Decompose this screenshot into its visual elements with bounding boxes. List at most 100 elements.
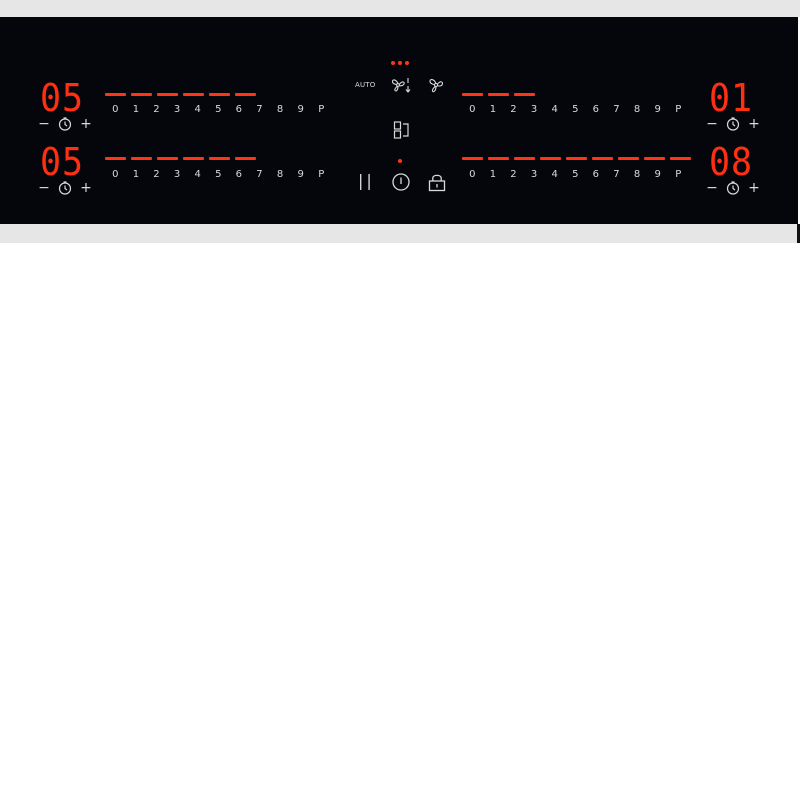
scale-7[interactable]: 7 <box>256 169 263 180</box>
scale-1[interactable]: 1 <box>132 169 140 180</box>
scale-0[interactable]: 0 <box>112 104 119 115</box>
scale-6[interactable]: 6 <box>592 169 600 180</box>
timer-minus-button[interactable]: − <box>706 116 718 132</box>
clock-icon[interactable] <box>726 181 740 195</box>
scale-8[interactable]: 8 <box>633 169 641 180</box>
scale-5[interactable]: 5 <box>215 169 222 180</box>
bridge-zones-icon[interactable] <box>393 120 411 140</box>
scale-3[interactable]: 3 <box>173 169 181 180</box>
power-icon[interactable] <box>391 172 411 192</box>
level-dash <box>566 157 587 160</box>
fan-level-indicator-dot <box>391 61 395 65</box>
scale-2[interactable]: 2 <box>510 104 517 115</box>
level-dash <box>540 157 561 160</box>
scale-1[interactable]: 1 <box>489 169 497 180</box>
level-dash <box>157 93 178 96</box>
level-dash <box>488 157 509 160</box>
scale-p[interactable]: P <box>318 169 325 180</box>
scale-9[interactable]: 9 <box>297 169 304 180</box>
timer-display: 08 <box>709 140 753 184</box>
timer-controls: − + <box>706 180 760 196</box>
clock-icon[interactable] <box>58 117 72 131</box>
scale-5[interactable]: 5 <box>572 169 579 180</box>
clock-icon[interactable] <box>58 181 72 195</box>
timer-plus-button[interactable]: + <box>748 116 760 132</box>
scale-3[interactable]: 3 <box>173 104 181 115</box>
fan-icon[interactable] <box>426 75 446 95</box>
timer-display: 01 <box>709 76 753 120</box>
clock-icon[interactable] <box>726 117 740 131</box>
scale-0[interactable]: 0 <box>112 169 119 180</box>
scale-6[interactable]: 6 <box>592 104 600 115</box>
level-dash <box>105 157 126 160</box>
auto-button[interactable]: AUTO <box>355 81 376 89</box>
scale-4[interactable]: 4 <box>551 104 558 115</box>
scale-9[interactable]: 9 <box>654 104 661 115</box>
level-bar <box>462 93 535 96</box>
level-bar <box>105 93 256 96</box>
level-bar <box>462 157 691 160</box>
fan-level-icon[interactable] <box>390 75 412 95</box>
level-dash <box>644 157 665 160</box>
timer-plus-button[interactable]: + <box>80 180 92 196</box>
scale-6[interactable]: 6 <box>235 104 243 115</box>
level-dash <box>514 157 535 160</box>
pause-button[interactable]: || <box>358 171 375 190</box>
power-scale[interactable]: 0 1 2 3 4 5 6 7 8 9 P <box>462 169 689 181</box>
fan-level-indicator-dot <box>405 61 409 65</box>
scale-4[interactable]: 4 <box>551 169 558 180</box>
timer-minus-button[interactable]: − <box>38 116 50 132</box>
lock-icon[interactable] <box>427 172 447 192</box>
scale-p[interactable]: P <box>318 104 325 115</box>
level-dash <box>209 157 230 160</box>
scale-4[interactable]: 4 <box>194 104 201 115</box>
timer-display: 05 <box>40 76 84 120</box>
bottom-strip <box>0 224 800 243</box>
scale-p[interactable]: P <box>675 169 682 180</box>
timer-plus-button[interactable]: + <box>80 116 92 132</box>
level-dash <box>514 93 535 96</box>
scale-2[interactable]: 2 <box>153 169 160 180</box>
timer-minus-button[interactable]: − <box>706 180 718 196</box>
scale-0[interactable]: 0 <box>469 169 476 180</box>
cooktop-control-panel: 05 0 1 2 3 4 5 6 7 8 9 P − + <box>0 17 798 224</box>
power-scale[interactable]: 0 1 2 3 4 5 6 7 8 9 P <box>462 104 689 116</box>
scale-2[interactable]: 2 <box>510 169 517 180</box>
scale-9[interactable]: 9 <box>654 169 661 180</box>
scale-2[interactable]: 2 <box>153 104 160 115</box>
level-dash <box>488 93 509 96</box>
level-bar <box>105 157 256 160</box>
level-dash <box>235 93 256 96</box>
level-dash <box>105 93 126 96</box>
scale-5[interactable]: 5 <box>572 104 579 115</box>
scale-7[interactable]: 7 <box>613 104 620 115</box>
scale-8[interactable]: 8 <box>633 104 641 115</box>
level-dash <box>131 93 152 96</box>
scale-0[interactable]: 0 <box>469 104 476 115</box>
scale-4[interactable]: 4 <box>194 169 201 180</box>
power-scale[interactable]: 0 1 2 3 4 5 6 7 8 9 P <box>105 169 332 181</box>
scale-3[interactable]: 3 <box>530 104 538 115</box>
scale-8[interactable]: 8 <box>276 104 284 115</box>
scale-7[interactable]: 7 <box>613 169 620 180</box>
timer-plus-button[interactable]: + <box>748 180 760 196</box>
level-dash <box>157 157 178 160</box>
level-dash <box>235 157 256 160</box>
scale-3[interactable]: 3 <box>530 169 538 180</box>
top-strip <box>0 0 800 17</box>
level-dash <box>670 157 691 160</box>
scale-p[interactable]: P <box>675 104 682 115</box>
scale-6[interactable]: 6 <box>235 169 243 180</box>
scale-8[interactable]: 8 <box>276 169 284 180</box>
scale-1[interactable]: 1 <box>489 104 497 115</box>
level-dash <box>183 93 204 96</box>
power-scale[interactable]: 0 1 2 3 4 5 6 7 8 9 P <box>105 104 332 116</box>
timer-controls: − + <box>706 116 760 132</box>
scale-1[interactable]: 1 <box>132 104 140 115</box>
scale-5[interactable]: 5 <box>215 104 222 115</box>
level-dash <box>462 93 483 96</box>
scale-7[interactable]: 7 <box>256 104 263 115</box>
power-indicator-dot <box>398 159 402 163</box>
scale-9[interactable]: 9 <box>297 104 304 115</box>
timer-minus-button[interactable]: − <box>38 180 50 196</box>
